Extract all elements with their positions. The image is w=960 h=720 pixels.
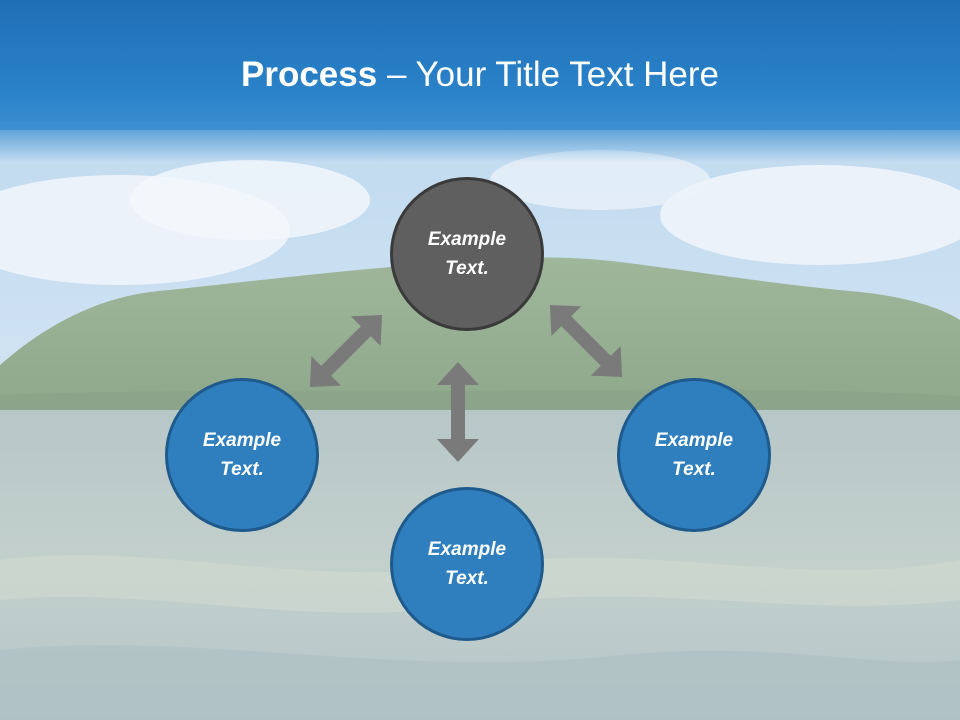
process-node-top[interactable]: Example Text. — [390, 177, 544, 331]
process-node-left-text: Example Text. — [202, 430, 282, 480]
process-node-right-text: Example Text. — [654, 430, 734, 480]
process-node-right[interactable]: Example Text. — [617, 378, 771, 532]
process-node-bottom[interactable]: Example Text. — [390, 487, 544, 641]
process-node-top-text: Example Text. — [427, 229, 507, 279]
title-bar — [0, 0, 960, 130]
process-node-left[interactable]: Example Text. — [165, 378, 319, 532]
slide-title[interactable]: Process – Your Title Text Here — [0, 48, 960, 102]
slide-title-rest: – Your Title Text Here — [377, 55, 719, 94]
process-node-bottom-text: Example Text. — [427, 539, 507, 589]
title-bar-fade — [0, 122, 960, 162]
double-arrow-icon[interactable] — [437, 362, 479, 462]
slide-title-strong: Process — [241, 55, 378, 94]
double-arrow-icon[interactable] — [535, 290, 637, 392]
double-arrow-icon[interactable] — [295, 300, 397, 402]
